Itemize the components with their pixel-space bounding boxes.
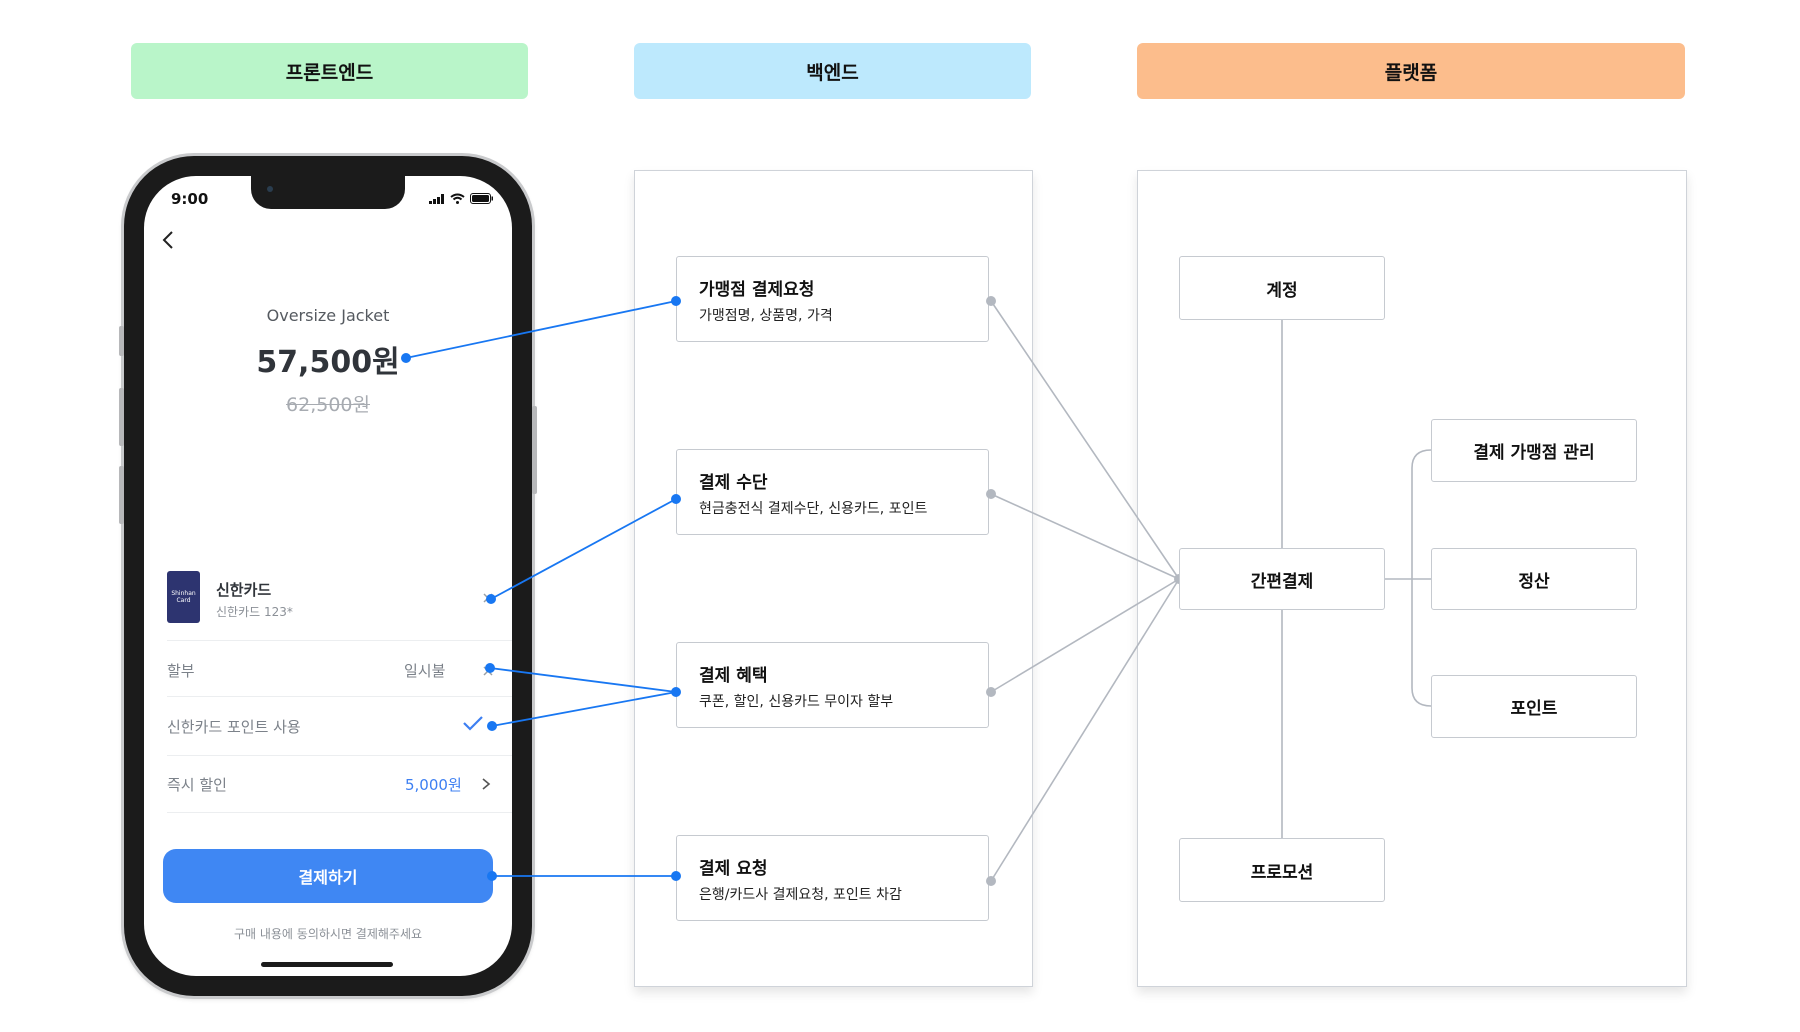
camera-icon bbox=[267, 186, 273, 192]
status-time: 9:00 bbox=[171, 190, 209, 208]
home-indicator bbox=[261, 962, 393, 967]
status-icons bbox=[429, 193, 494, 204]
divider bbox=[167, 812, 512, 813]
phone-power-button bbox=[532, 406, 537, 494]
original-price: 62,500원 bbox=[144, 390, 512, 417]
chevron-right-icon[interactable] bbox=[480, 777, 492, 791]
card-name: 신한카드 bbox=[216, 581, 272, 599]
backend-box-payment-benefit: 결제 혜택 쿠폰, 할인, 신용카드 무이자 할부 bbox=[676, 642, 989, 728]
frontend-header: 프론트엔드 bbox=[131, 43, 528, 99]
battery-icon bbox=[470, 193, 493, 204]
phone-volume-down bbox=[119, 466, 124, 524]
backend-box-payment-method: 결제 수단 현금충전식 결제수단, 신용카드, 포인트 bbox=[676, 449, 989, 535]
platform-box-account: 계정 bbox=[1179, 256, 1385, 320]
divider bbox=[167, 640, 512, 641]
box-subtitle: 쿠폰, 할인, 신용카드 무이자 할부 bbox=[699, 694, 894, 710]
platform-box-settlement: 정산 bbox=[1431, 548, 1637, 610]
phone-volume-up bbox=[119, 388, 124, 446]
box-title: 가맹점 결제요청 bbox=[699, 280, 815, 300]
product-price: 57,500원 bbox=[256, 345, 400, 380]
signal-icon bbox=[429, 194, 444, 204]
phone-notch bbox=[251, 176, 405, 209]
pay-button[interactable]: 결제하기 bbox=[163, 849, 493, 903]
agreement-text: 구매 내용에 동의하시면 결제해주세요 bbox=[233, 927, 423, 941]
instant-discount-value[interactable]: 5,000원 bbox=[405, 776, 462, 794]
wifi-icon bbox=[450, 193, 465, 204]
installment-chevron-icon[interactable] bbox=[482, 665, 494, 677]
original-price-text: 62,500원 bbox=[286, 394, 370, 416]
instant-discount-label: 즉시 할인 bbox=[167, 776, 227, 794]
product-name: Oversize Jacket bbox=[266, 306, 390, 325]
point-usage-label: 신한카드 포인트 사용 bbox=[167, 718, 301, 736]
card-number: 신한카드 123* bbox=[216, 605, 293, 619]
box-subtitle: 은행/카드사 결제요청, 포인트 차감 bbox=[699, 887, 902, 903]
box-title: 결제 혜택 bbox=[699, 666, 768, 686]
platform-header: 플랫폼 bbox=[1137, 43, 1685, 99]
platform-box-easy-pay: 간편결제 bbox=[1179, 548, 1385, 610]
box-title: 결제 요청 bbox=[699, 859, 768, 879]
platform-box-promotion: 프로모션 bbox=[1179, 838, 1385, 902]
backend-header: 백엔드 bbox=[634, 43, 1031, 99]
platform-box-merchant-management: 결제 가맹점 관리 bbox=[1431, 419, 1637, 482]
back-arrow-icon[interactable] bbox=[157, 228, 181, 252]
divider bbox=[167, 696, 512, 697]
box-title: 결제 수단 bbox=[699, 473, 768, 493]
phone-screen: 9:00 Oversize Jacket 57,500원 62,500원 Shi… bbox=[144, 176, 512, 976]
backend-box-merchant-request: 가맹점 결제요청 가맹점명, 상품명, 가격 bbox=[676, 256, 989, 342]
box-subtitle: 현금충전식 결제수단, 신용카드, 포인트 bbox=[699, 501, 928, 517]
divider bbox=[167, 755, 512, 756]
card-image: Shinhan Card bbox=[167, 571, 200, 623]
backend-box-payment-request: 결제 요청 은행/카드사 결제요청, 포인트 차감 bbox=[676, 835, 989, 921]
phone-mute-switch bbox=[119, 326, 124, 356]
checkmark-icon[interactable] bbox=[462, 714, 484, 732]
card-select-chevron-icon[interactable] bbox=[482, 592, 494, 604]
installment-label: 할부 bbox=[167, 662, 195, 680]
installment-value[interactable]: 일시불 bbox=[404, 662, 446, 680]
platform-box-point: 포인트 bbox=[1431, 675, 1637, 738]
box-subtitle: 가맹점명, 상품명, 가격 bbox=[699, 308, 833, 324]
